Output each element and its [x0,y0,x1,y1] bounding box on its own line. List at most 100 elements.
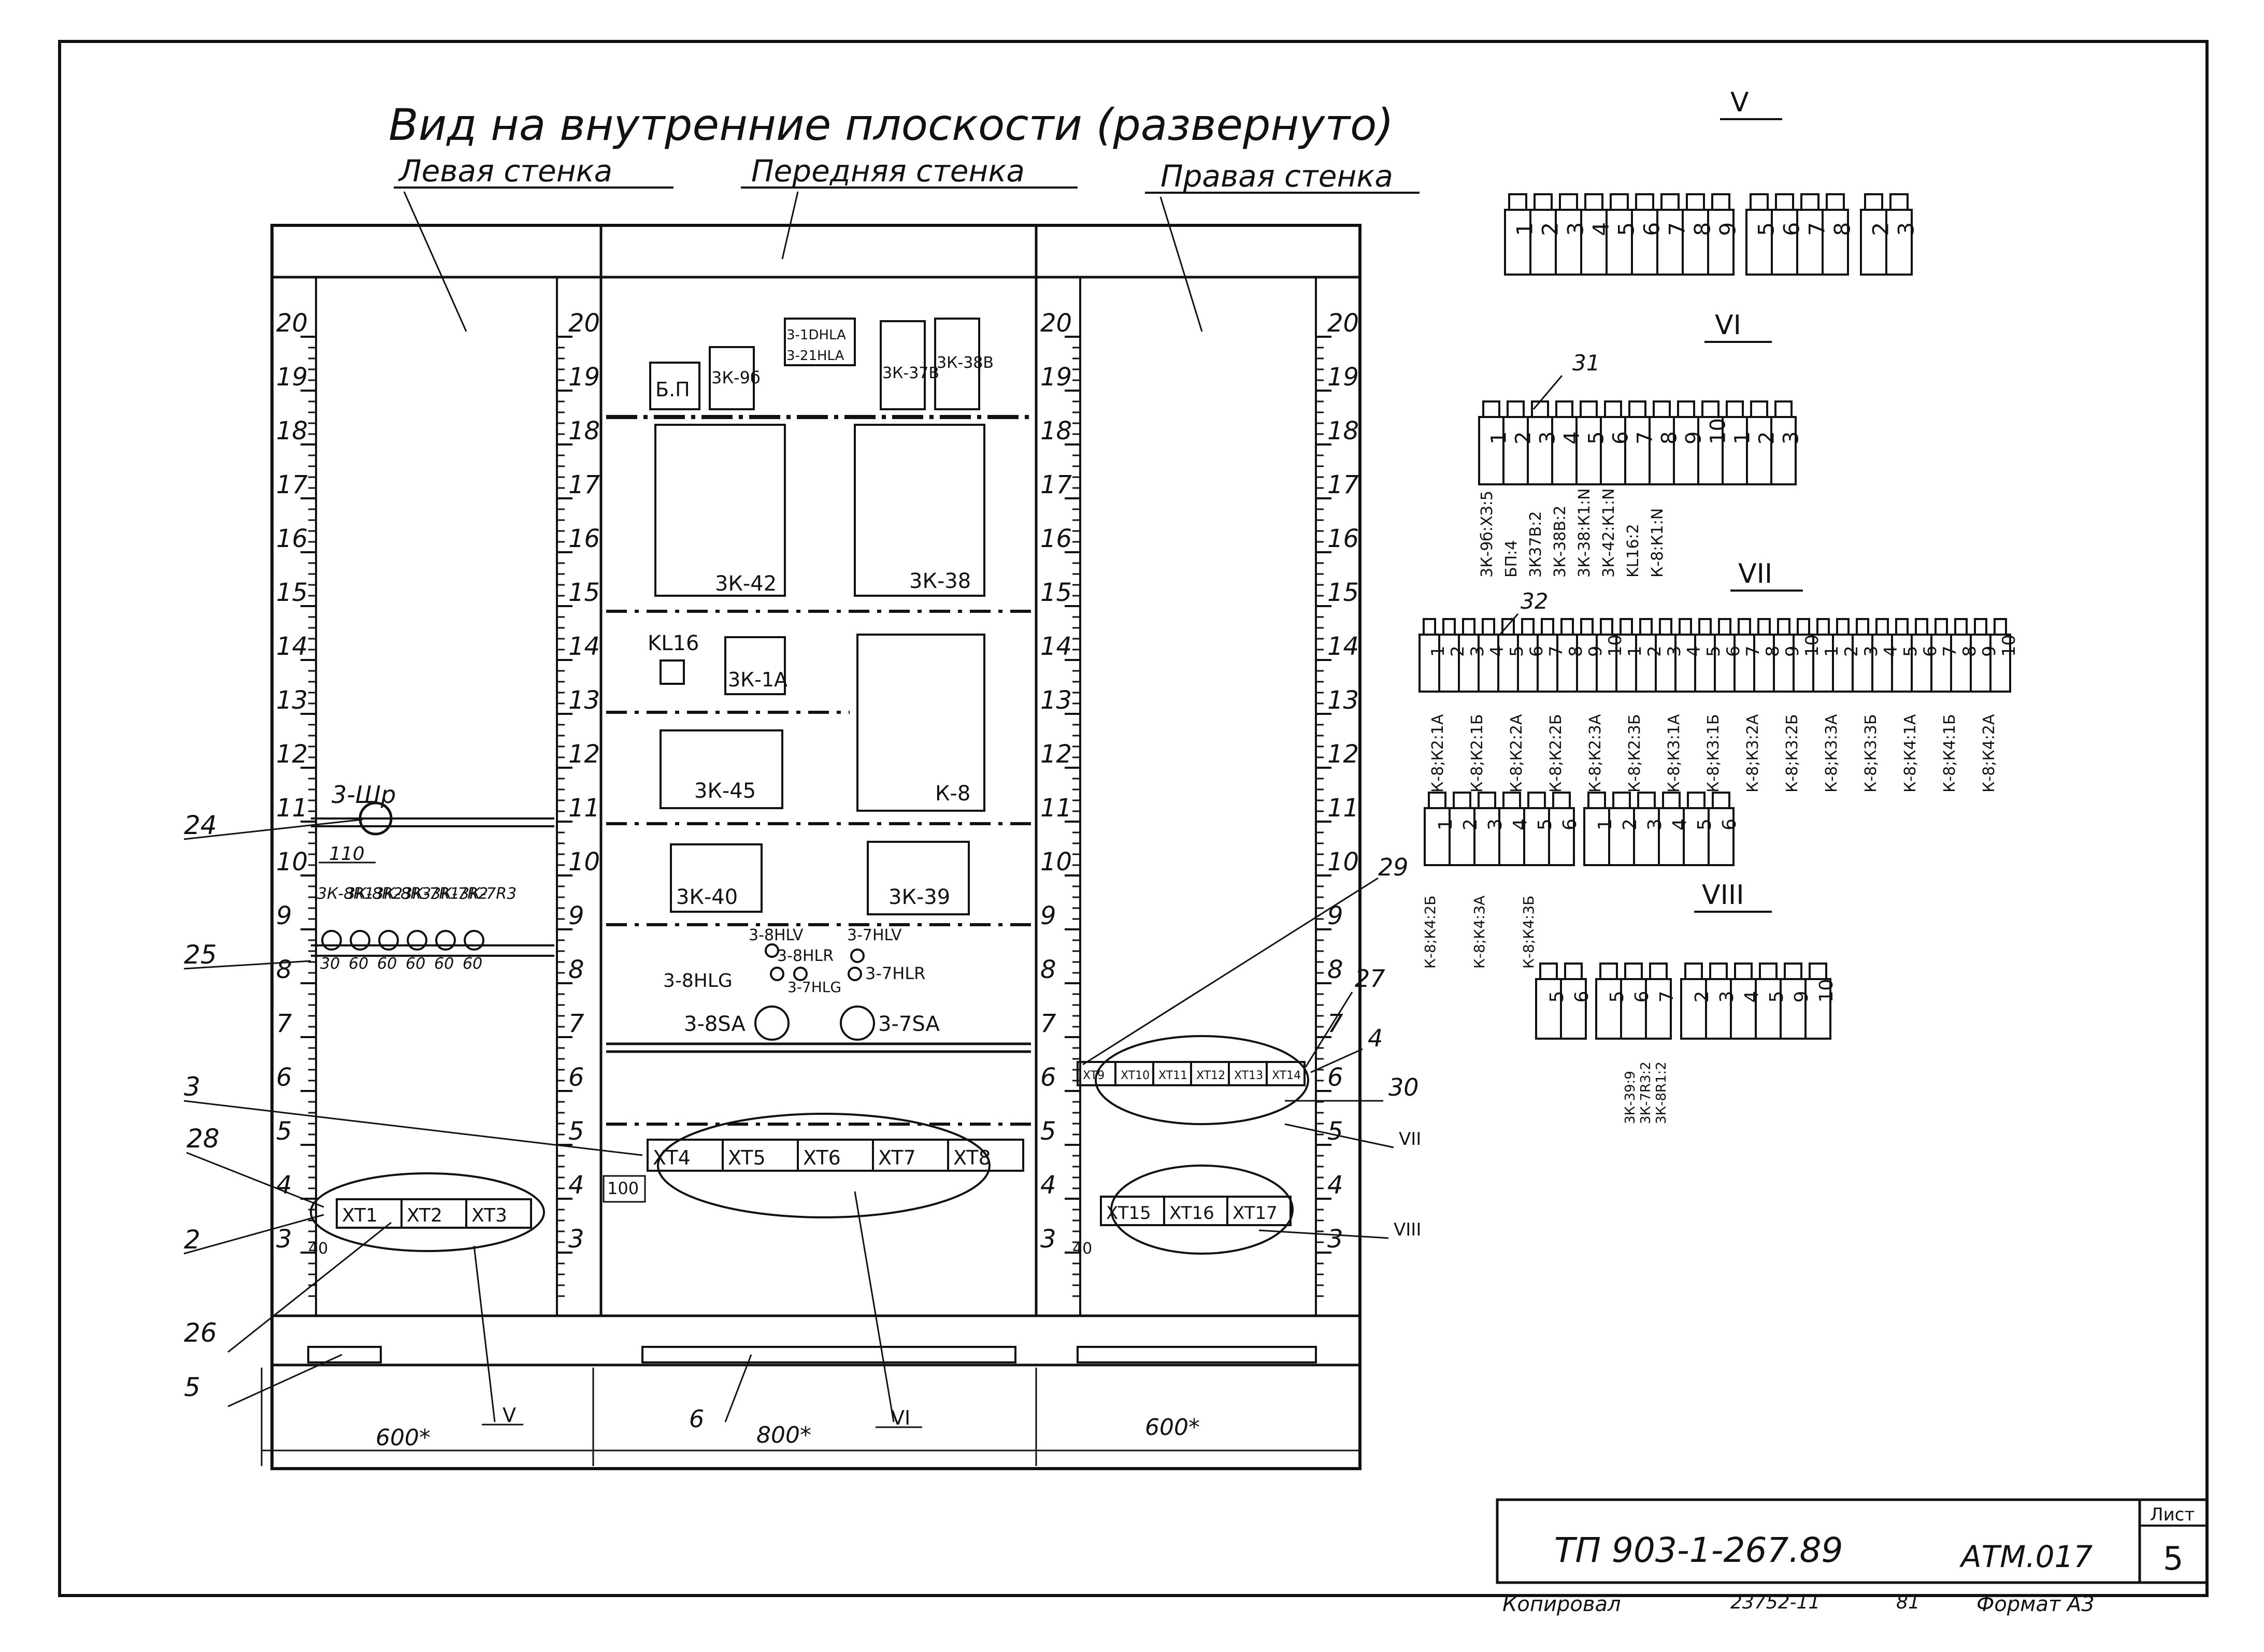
terminal-screw [1453,792,1471,809]
callout-26: 26 [184,1318,217,1348]
rail-number: 12 [568,740,600,769]
rail-number: 13 [568,686,600,715]
terminal [1551,416,1578,485]
terminal [1529,209,1557,276]
terminal [1655,634,1676,693]
terminal-screw [1734,963,1753,980]
k38-label: 3К-38 [909,569,971,593]
left-block-outline [310,1172,545,1252]
rail-number: 5 [568,1117,584,1146]
terminal-screw [1462,618,1475,636]
terminal-block-label: XT3 [471,1205,507,1226]
k40-box [670,843,763,913]
terminal [1608,807,1635,866]
terminal-screw [1531,400,1549,418]
rail-number: 4 [276,1171,292,1200]
terminal-screw [1864,193,1883,211]
terminal [1575,416,1602,485]
terminal-screw [1534,193,1553,211]
left-wall: 3-Шр 110 3К-8R1303К-8R2603К-8R3603К-7R16… [308,781,554,1258]
k1a-box [724,636,786,695]
terminal-number: 3 [1536,432,1560,444]
terminal-screw [1555,400,1573,418]
terminal [1560,978,1587,1040]
terminal [1478,416,1504,485]
terminal-screw [1584,193,1603,211]
terminal [1832,634,1854,693]
k45-label: 3К-45 [694,779,756,803]
terminal-block-label: XT10 [1121,1069,1150,1082]
terminal-screw [1624,963,1643,980]
vertical-label: К-8;К2:3А [1586,714,1604,793]
front-block-outline [657,1113,991,1218]
hlr7-label: 3-7HLR [865,964,925,983]
terminal [1502,416,1529,485]
terminal [1606,209,1633,276]
callout-6: 6 [689,1405,704,1433]
bp-box [649,362,700,410]
terminal-block [1226,1196,1292,1226]
terminal-screw [1612,792,1631,809]
terminal-screw [1580,400,1598,418]
terminal [1600,416,1626,485]
terminal-screw [1974,618,1987,636]
rail-number: 8 [568,955,584,984]
rail-number: 5 [1040,1117,1056,1146]
terminal [1674,634,1696,693]
terminal-block-label: XT15 [1106,1203,1151,1224]
kl16-box [660,659,685,685]
vertical-label: 3К-9б:ХЗ:5 [1478,491,1496,578]
width-right: 600* [1145,1414,1200,1441]
terminal-screw [1750,193,1769,211]
terminal-number: 7 [1656,991,1678,1003]
rail-number: 18 [568,416,600,446]
terminal [1950,634,1972,693]
k9b-label: 3К-9б [711,368,761,387]
terminal-screw [1482,618,1495,636]
terminal-number: 4 [1560,432,1584,444]
terminal-screw [1994,618,2007,636]
terminal-block [1266,1061,1306,1086]
rail-number: 5 [276,1117,292,1146]
copy-number: 23752-11 [1730,1592,1820,1613]
width-left: 600* [376,1425,431,1451]
terminal-number: 3 [1644,818,1666,830]
vertical-label: К-8;К2:1А [1429,714,1447,793]
rail-number: 4 [1040,1171,1056,1200]
relay-label: 3К-7R3 [460,885,517,903]
terminal-block-label: XT1 [342,1205,378,1226]
terminal-number: 7 [1665,222,1690,236]
terminal-block-label: XT16 [1169,1203,1214,1224]
terminal [1504,209,1531,276]
vertical-label: БП:4 [1502,540,1521,578]
vertical-label: К-8;К3:2А [1744,714,1762,793]
terminal-block-label: XT14 [1272,1069,1301,1082]
terminal-number: 5 [1535,818,1556,830]
rail-number: 13 [1040,686,1072,715]
terminal [1891,634,1913,693]
terminal-screw [1539,963,1558,980]
k39-label: 3К-39 [889,885,950,909]
terminal-screw [1954,618,1968,636]
terminal [1418,634,1440,693]
callout-24: 24 [184,810,217,840]
terminal-screw [1856,618,1869,636]
terminal [1708,807,1735,866]
rail-number: 13 [276,686,308,715]
sa8-switch [754,1005,790,1041]
terminal-screw [1757,618,1771,636]
doc-code: АТМ.017 [1959,1539,2093,1574]
front-components: Б.П 3К-9б 3-1DHLA 3-21HLA 3К-37В 3К-38В … [606,318,1031,1126]
terminal [1733,634,1755,693]
relay-spacing: 60 [349,955,368,973]
terminal-screw [1686,193,1705,211]
terminal [1438,634,1460,693]
rail [1035,276,1081,1317]
vertical-label: 3К-38:К1:N [1575,489,1594,578]
rail-number: 16 [276,524,308,553]
terminal-screw [1797,618,1810,636]
terminal [1583,807,1610,866]
terminal [1780,978,1807,1040]
